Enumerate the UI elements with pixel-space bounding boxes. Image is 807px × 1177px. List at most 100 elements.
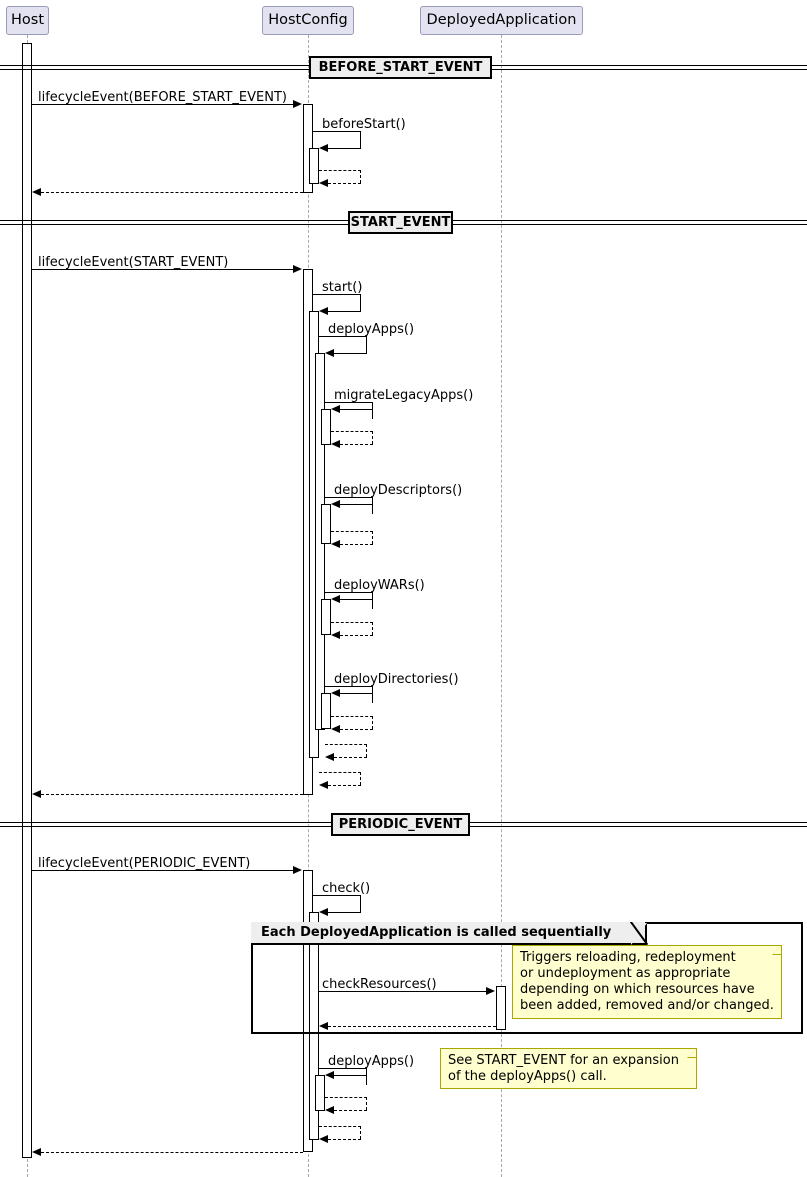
self-right-start-return	[360, 772, 361, 785]
activation-hostconfig-deploywars	[321, 599, 331, 635]
self-top-beforestart-return	[319, 170, 361, 171]
self-bot-check	[328, 912, 361, 913]
self-top-deploydescriptors-return	[331, 531, 373, 532]
arrowhead-lifecycle-periodic	[293, 865, 302, 874]
self-bot-start-return	[328, 785, 361, 786]
message-line-return-periodic-event	[41, 1152, 303, 1153]
self-right-deployapps-periodic-return	[366, 1097, 367, 1110]
arrowhead-deployapps-periodic	[325, 1070, 334, 1079]
self-top-start	[313, 294, 361, 295]
note-deployapps-fold-inner	[688, 1049, 696, 1057]
self-right-deploydescriptors-return	[372, 531, 373, 544]
message-line-lifecycle-before-start	[32, 104, 294, 105]
arrowhead-lifecycle-before-start	[293, 99, 302, 108]
self-bot-deploydirectories-return	[340, 729, 373, 730]
self-top-deploydescriptors	[325, 497, 373, 498]
arrowhead-beforestart-return	[319, 178, 328, 187]
message-line-return-before-start	[41, 192, 303, 193]
group-header-notch-icon	[631, 923, 647, 945]
self-top-deploywars-return	[331, 622, 373, 623]
message-label-deploydirectories: deployDirectories()	[334, 672, 459, 687]
arrowhead-beforestart	[319, 143, 328, 152]
activation-hostconfig-deploydescriptors	[321, 504, 331, 544]
message-line-checkresources-return	[328, 1026, 496, 1027]
self-right-check-return	[360, 1126, 361, 1139]
self-top-deploywars	[325, 592, 373, 593]
self-right-deploydirectories-return	[372, 716, 373, 729]
self-top-start-return	[319, 772, 361, 773]
self-top-migratelegacyapps-return	[331, 431, 373, 432]
self-bot-beforestart-return	[328, 183, 361, 184]
arrowhead-check-return	[319, 1134, 328, 1143]
divider-start: START_EVENT	[348, 211, 453, 234]
message-label-deploydescriptors: deployDescriptors()	[334, 483, 463, 498]
arrowhead-deploywars-return	[331, 630, 340, 639]
arrowhead-deployapps-return	[325, 752, 334, 761]
arrowhead-deployapps	[325, 348, 334, 357]
participant-deployedapplication[interactable]: DeployedApplication	[420, 6, 583, 35]
arrowhead-deployapps-periodic-return	[325, 1105, 334, 1114]
self-right-beforestart-return	[360, 170, 361, 183]
message-label-migratelegacyapps: migrateLegacyApps()	[334, 388, 474, 403]
self-bot-deployapps-periodic-return	[334, 1110, 367, 1111]
arrowhead-checkresources	[486, 986, 495, 995]
self-top-deploydirectories	[325, 686, 373, 687]
self-bot-deploywars-return	[340, 635, 373, 636]
activation-host	[22, 43, 32, 1158]
participant-hostconfig[interactable]: HostConfig	[262, 6, 354, 35]
self-top-migratelegacyapps	[325, 402, 373, 403]
self-top-beforestart	[313, 131, 361, 132]
message-label-start: start()	[322, 280, 363, 295]
arrowhead-deploydescriptors-return	[331, 539, 340, 548]
arrowhead-deploydescriptors	[331, 499, 340, 508]
self-bot-migratelegacyapps-return	[340, 444, 373, 445]
message-label-checkresources: checkResources()	[322, 977, 437, 992]
message-line-checkresources	[319, 991, 487, 992]
arrowhead-check	[319, 907, 328, 916]
message-label-deploywars: deployWARs()	[334, 578, 425, 593]
activation-hostconfig-deploydirectories	[321, 693, 331, 729]
activation-hostconfig-check	[309, 912, 319, 1140]
arrowhead-checkresources-return	[319, 1021, 328, 1030]
self-top-deployapps-periodic	[319, 1068, 367, 1069]
self-bot-beforestart	[328, 148, 361, 149]
arrowhead-deploydirectories	[331, 688, 340, 697]
message-line-lifecycle-periodic	[32, 870, 294, 871]
message-label-lifecycle-periodic: lifecycleEvent(PERIODIC_EVENT)	[38, 856, 251, 871]
self-right-deploydescriptors	[372, 497, 373, 514]
message-line-return-start-event	[41, 794, 303, 795]
arrowhead-migratelegacyapps-return	[331, 439, 340, 448]
message-label-deployapps: deployApps()	[328, 322, 415, 337]
arrowhead-return-periodic-event	[32, 1147, 41, 1156]
arrowhead-deploydirectories-return	[331, 724, 340, 733]
activation-hostconfig-beforestart	[309, 148, 319, 184]
self-bot-deploydirectories	[340, 693, 373, 694]
group-header-notch-line	[630, 922, 648, 946]
self-bot-migratelegacyapps	[340, 409, 373, 410]
arrowhead-return-start-event	[32, 789, 41, 798]
arrowhead-start-return	[319, 780, 328, 789]
self-right-deployapps	[366, 336, 367, 353]
lifeline-deployedapplication	[501, 35, 502, 1177]
self-top-deployapps	[319, 336, 367, 337]
self-bot-deployapps-return	[334, 757, 367, 758]
message-label-lifecycle-before-start: lifecycleEvent(BEFORE_START_EVENT)	[38, 90, 287, 105]
message-line-lifecycle-start	[32, 269, 294, 270]
note-checkresources: Triggers reloading, redeployment or unde…	[512, 945, 782, 1019]
self-top-deployapps-periodic-return	[325, 1097, 367, 1098]
self-bot-deploydescriptors-return	[340, 544, 373, 545]
self-right-deploywars	[372, 592, 373, 609]
self-right-deployapps-return	[366, 744, 367, 757]
activation-hostconfig-migratelegacyapps	[321, 409, 331, 445]
self-right-migratelegacyapps	[372, 402, 373, 419]
participant-host[interactable]: Host	[6, 6, 49, 35]
arrowhead-deploywars	[331, 594, 340, 603]
self-bot-deployapps-periodic	[334, 1075, 367, 1076]
self-right-deploywars-return	[372, 622, 373, 635]
self-right-start	[360, 294, 361, 311]
self-right-migratelegacyapps-return	[372, 431, 373, 444]
self-top-check-return	[319, 1126, 361, 1127]
arrowhead-start	[319, 306, 328, 315]
arrowhead-migratelegacyapps	[331, 404, 340, 413]
